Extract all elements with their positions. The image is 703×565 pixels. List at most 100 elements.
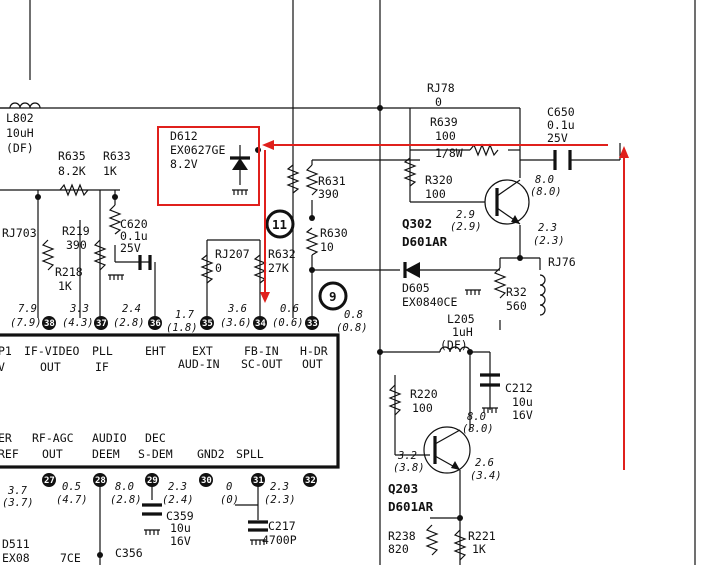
svg-text:(3.6): (3.6) (220, 317, 252, 329)
c217-ref: C217 (268, 519, 296, 533)
svg-text:31: 31 (253, 476, 264, 486)
r238-value: 820 (388, 542, 409, 556)
ic-pin-33: 33 (305, 316, 319, 330)
svg-text:EXT: EXT (192, 344, 213, 358)
svg-text:FB-IN: FB-IN (244, 344, 279, 358)
ic-top-voltages: 7.9 (7.9) 3.3 (4.3) 2.4 (2.8) 1.7 (1.8) … (10, 303, 368, 334)
svg-text:IF: IF (95, 360, 109, 374)
r633-value: 1K (103, 164, 117, 178)
diodes (230, 145, 420, 278)
svg-text:2.3: 2.3 (168, 481, 187, 493)
svg-text:(0): (0) (220, 494, 239, 506)
r320-value: 100 (425, 187, 446, 201)
d612-part: EX0627GE (170, 143, 225, 157)
r238-ref: R238 (388, 529, 416, 543)
svg-text:ER: ER (0, 431, 12, 445)
q302-part: D601AR (402, 234, 448, 249)
svg-text:(0.6): (0.6) (272, 317, 304, 329)
svg-text:GND2: GND2 (197, 447, 225, 461)
q203-part: D601AR (388, 499, 434, 514)
svg-text:1.7: 1.7 (175, 309, 195, 321)
ic-pin-37: 37 (94, 316, 108, 330)
junction-dots (35, 105, 523, 558)
svg-text:2.4: 2.4 (122, 303, 141, 315)
q302-ref: Q302 (402, 216, 432, 231)
svg-text:(0.8): (0.8) (336, 322, 368, 334)
svg-text:(8.0): (8.0) (462, 423, 494, 435)
ic-pin-31: 31 (251, 473, 265, 487)
ic-top-labels: P1 V IF-VIDEO OUT PLL IF EHT EXT AUD-IN … (0, 344, 328, 374)
svg-text:IF-VIDEO: IF-VIDEO (24, 344, 79, 358)
marker-9: 9 (318, 281, 348, 311)
capacitors (138, 150, 572, 532)
r219-value: 390 (66, 238, 87, 252)
svg-text:(2.3): (2.3) (264, 494, 296, 506)
d605-part: EX0840CE (402, 295, 457, 309)
svg-text:8.0: 8.0 (115, 481, 134, 493)
svg-text:REF: REF (0, 447, 19, 461)
r630-value: 10 (320, 240, 334, 254)
svg-text:(3.8): (3.8) (393, 462, 425, 474)
r320-ref: R320 (425, 173, 453, 187)
r220-value: 100 (412, 401, 433, 415)
q302-transistor (484, 179, 530, 225)
c650-voltage: 25V (547, 131, 568, 145)
svg-text:9: 9 (329, 289, 337, 304)
r635-value: 8.2K (58, 164, 86, 178)
svg-text:(4.3): (4.3) (62, 317, 94, 329)
svg-text:37: 37 (96, 319, 107, 329)
r218-value: 1K (58, 279, 72, 293)
l802-ref: L802 (6, 111, 34, 125)
inductors (9, 102, 546, 353)
q203-transistor (423, 426, 471, 474)
svg-text:H-DR: H-DR (300, 344, 328, 358)
resistors (41, 143, 507, 561)
r633-ref: R633 (103, 149, 131, 163)
c650-ref: C650 (547, 105, 575, 119)
r632-ref: R632 (268, 247, 296, 261)
r218-ref: R218 (55, 265, 83, 279)
ic-bottom-labels: ER REF RF-AGC OUT AUDIO DEEM DEC S-DEM G… (0, 431, 264, 461)
svg-text:(2.8): (2.8) (113, 317, 145, 329)
ic-body (0, 333, 340, 469)
svg-text:2.3: 2.3 (270, 481, 289, 493)
d511-ref: D511 (2, 537, 30, 551)
r219-ref: R219 (62, 224, 90, 238)
svg-text:34: 34 (255, 319, 266, 329)
d612-highlight-box (157, 126, 260, 206)
r32-ref: R32 (506, 285, 527, 299)
svg-text:28: 28 (95, 476, 106, 486)
svg-text:V: V (0, 360, 5, 374)
component-labels: L802 10uH (DF) RJ78 0 R639 100 1/8W C650… (2, 81, 576, 565)
ic-pin-27: 27 (42, 473, 56, 487)
svg-text:8.0: 8.0 (535, 174, 554, 186)
ic-pin-29: 29 (145, 473, 159, 487)
ic-pin-28: 28 (93, 473, 107, 487)
c359-voltage: 16V (170, 534, 191, 548)
svg-text:2.9: 2.9 (456, 209, 475, 221)
svg-text:7.9: 7.9 (18, 303, 37, 315)
r630-ref: R630 (320, 226, 348, 240)
svg-text:OUT: OUT (302, 357, 323, 371)
r639-rating: 1/8W (435, 146, 463, 160)
svg-text:11: 11 (272, 217, 287, 232)
svg-text:(7.9): (7.9) (10, 317, 42, 329)
d612-value: 8.2V (170, 157, 198, 171)
svg-text:SPLL: SPLL (236, 447, 264, 461)
c356-ref: C356 (115, 546, 143, 560)
ic-pin-35a: 35 (200, 316, 214, 330)
svg-text:RF-AGC: RF-AGC (32, 431, 74, 445)
c620-voltage: 25V (120, 241, 141, 255)
r221-ref: R221 (468, 529, 496, 543)
q203-ref: Q203 (388, 481, 418, 496)
svg-text:S-DEM: S-DEM (138, 447, 173, 461)
svg-text:(2.4): (2.4) (162, 494, 194, 506)
svg-text:38: 38 (44, 319, 55, 329)
svg-text:AUD-IN: AUD-IN (178, 357, 220, 371)
r631-value: 390 (318, 187, 339, 201)
svg-text:DEC: DEC (145, 431, 166, 445)
c620-ref: C620 (120, 217, 148, 231)
rj703-ref: RJ703 (2, 226, 37, 240)
svg-text:SC-OUT: SC-OUT (241, 357, 283, 371)
